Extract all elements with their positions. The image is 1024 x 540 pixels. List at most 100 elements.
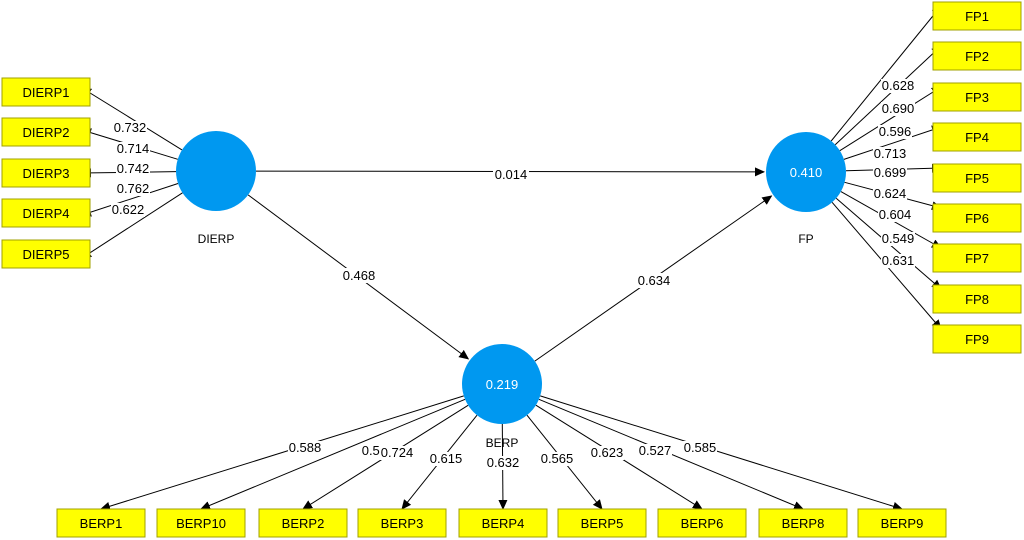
loading-value-berp-8: 0.527 [638,443,672,458]
indicator-label: BERP5 [581,516,624,531]
loading-arrow-fp-4 [843,125,942,160]
construct-circle [462,344,542,424]
indicator-fp-8[interactable]: FP8 [932,284,1022,314]
indicator-fp-6[interactable]: FP6 [932,203,1022,233]
loading-value-berp-5: 0.632 [486,455,520,470]
indicator-dierp-2[interactable]: DIERP2 [1,117,91,147]
indicator-box [557,508,647,538]
indicator-dierp-4[interactable]: DIERP4 [1,198,91,228]
path-coef-text: 0.014 [495,167,528,182]
loading-value-fp-9: 0.631 [881,253,915,268]
indicator-fp-2[interactable]: FP2 [932,41,1022,71]
indicator-fp-5[interactable]: FP5 [932,163,1022,193]
indicator-label: BERP6 [681,516,724,531]
indicator-label: FP5 [965,171,989,186]
indicator-box [932,324,1022,354]
indicator-box [258,508,348,538]
label-backing [380,446,414,460]
loading-arrow-berp-1 [100,395,464,511]
indicator-berp-6[interactable]: BERP5 [557,508,647,538]
loading-value-text: 0.624 [874,186,907,201]
indicator-box [1,198,91,228]
label-backing [493,167,529,182]
label-backing [873,187,907,201]
loading-value-text: 0.596 [879,124,912,139]
label-backing [881,254,915,268]
construct-dierp[interactable]: DIERP [176,131,256,246]
indicator-dierp-1[interactable]: DIERP1 [1,77,91,107]
construct-r2-value: 0.219 [486,377,519,392]
indicator-label: BERP2 [282,516,325,531]
label-backing [638,444,672,458]
loading-value-dierp-3: 0.742 [116,161,150,176]
loading-value-text: 0.527 [639,443,672,458]
indicator-box [932,1,1022,31]
indicator-label: DIERP1 [23,85,70,100]
loading-value-fp-6: 0.624 [873,186,907,201]
label-backing [486,456,520,470]
indicator-box [458,508,548,538]
indicator-berp-2[interactable]: BERP10 [156,508,246,538]
construct-name: DIERP [198,232,235,246]
loading-value-berp-9: 0.585 [683,440,717,455]
loading-value-dierp-4: 0.762 [116,181,150,196]
indicator-dierp-5[interactable]: DIERP5 [1,239,91,269]
indicator-label: DIERP3 [23,166,70,181]
construct-name: FP [798,232,813,246]
loading-arrow-fp-1 [830,5,942,142]
loading-value-text: 0.565 [541,451,574,466]
loading-value-berp-4: 0.615 [429,451,463,466]
path-coef-text: 0.634 [638,273,671,288]
loading-value-fp-8: 0.549 [881,231,915,246]
indicator-berp-3[interactable]: BERP2 [258,508,348,538]
indicator-fp-7[interactable]: FP7 [932,243,1022,273]
loading-value-berp-3: 0.724 [380,445,414,460]
loading-value-text: 0.742 [117,161,150,176]
indicator-box [357,508,447,538]
label-backing [540,452,574,466]
loading-value-dierp-1: 0.732 [113,120,147,135]
indicator-fp-4[interactable]: FP4 [932,122,1022,152]
loading-value-berp-6: 0.565 [540,451,574,466]
indicator-berp-8[interactable]: BERP8 [758,508,848,538]
indicator-berp-9[interactable]: BERP9 [857,508,947,538]
indicator-label: BERP10 [176,516,226,531]
indicator-label: FP3 [965,90,989,105]
indicator-berp-5[interactable]: BERP4 [458,508,548,538]
label-backing [116,182,150,196]
indicator-label: DIERP4 [23,206,70,221]
indicator-label: FP8 [965,292,989,307]
loading-value-fp-2: 0.690 [881,101,915,116]
indicator-berp-4[interactable]: BERP3 [357,508,447,538]
label-backing [873,147,907,161]
loading-value-text: 0.549 [882,231,915,246]
label-backing [113,121,147,135]
indicator-fp-3[interactable]: FP3 [932,82,1022,112]
indicator-box [1,239,91,269]
label-backing [429,452,463,466]
loading-value-text: 0.699 [874,165,907,180]
loading-arrow-dierp-4 [81,183,179,217]
indicator-berp-1[interactable]: BERP1 [56,508,146,538]
label-backing [881,79,915,93]
indicator-label: BERP8 [782,516,825,531]
loading-value-text: 0.628 [882,78,915,93]
indicator-box [657,508,747,538]
loading-value-text: 0.632 [487,455,520,470]
indicator-box [758,508,848,538]
indicator-label: BERP3 [381,516,424,531]
indicator-fp-1[interactable]: FP1 [932,1,1022,31]
indicator-box [932,243,1022,273]
indicator-dierp-3[interactable]: DIERP3 [1,158,91,188]
indicator-berp-7[interactable]: BERP6 [657,508,747,538]
indicator-label: BERP9 [881,516,924,531]
label-backing [341,268,377,283]
indicator-box [932,203,1022,233]
loading-value-text: 0.631 [882,253,915,268]
indicator-box [932,41,1022,71]
loading-value-text: 0.714 [117,141,150,156]
indicator-fp-9[interactable]: FP9 [932,324,1022,354]
